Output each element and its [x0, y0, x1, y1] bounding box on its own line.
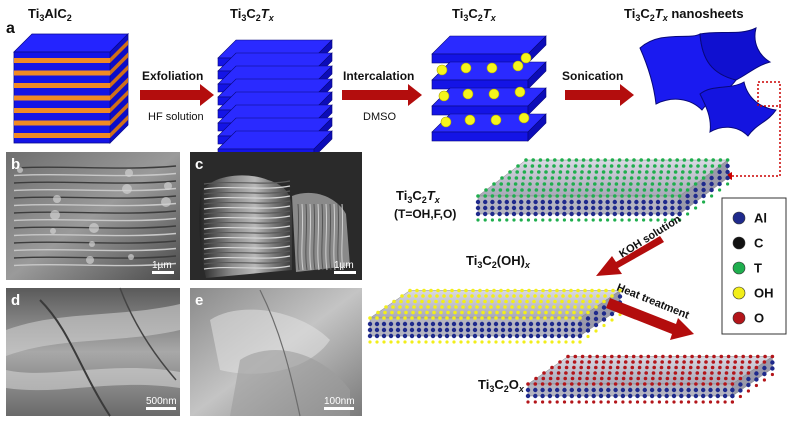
svg-text:c: c	[195, 156, 203, 173]
step-exfoliation-label: Exfoliation	[142, 69, 203, 83]
sem-panel-e: e 100nm	[190, 288, 362, 417]
svg-text:e: e	[195, 292, 203, 309]
ti3c2o-structure	[525, 354, 775, 404]
svg-text:b: b	[11, 156, 20, 173]
stage-title-intercalated: Ti3C2Tx	[452, 6, 497, 23]
step-intercalation-reagent: DMSO	[363, 111, 396, 123]
stage-title-mxene: Ti3C2Tx	[230, 6, 275, 23]
sem-panel-b: b 1µm	[6, 152, 180, 280]
koh-arrow	[596, 236, 664, 276]
scale-bar-label-d: 500nm	[146, 396, 177, 407]
intercalated-block	[431, 35, 547, 142]
step-intercalation-label: Intercalation	[343, 69, 414, 83]
zoom-callout-line	[728, 106, 781, 177]
scale-bar-label-e: 100nm	[324, 396, 355, 407]
sem-panel-d: d 500nm	[6, 287, 180, 417]
scale-bar-c	[334, 271, 356, 274]
legend-label-t: T	[754, 261, 762, 276]
ti3c2oh-structure	[367, 288, 623, 344]
legend-swatch-al	[732, 211, 746, 225]
legend-swatch-o	[732, 311, 746, 325]
legend-label-c: C	[754, 236, 764, 251]
label-terminations: (T=OH,F,O)	[394, 207, 456, 221]
scale-bar-d	[146, 407, 176, 410]
label-ti3c2tx: Ti3C2Tx	[396, 188, 441, 205]
legend-label-al: Al	[754, 211, 767, 226]
scale-bar-label-c: 1µm	[334, 260, 354, 271]
legend-label-oh: OH	[754, 286, 774, 301]
mxene-multilayer-block	[217, 39, 333, 158]
svg-text:d: d	[11, 292, 20, 309]
nanosheets-illustration	[639, 27, 781, 137]
exfoliation-arrow	[140, 84, 214, 106]
legend-swatch-oh	[732, 286, 746, 300]
scale-bar-label-b: 1µm	[152, 260, 172, 271]
heat-treatment-arrow	[606, 298, 694, 340]
label-ti3c2o: Ti3C2Ox	[478, 377, 525, 394]
stage-title-max: Ti3AlC2	[28, 6, 72, 23]
step-sonication-label: Sonication	[562, 69, 623, 83]
panel-letter-a: a	[6, 20, 15, 37]
legend-label-o: O	[754, 311, 764, 326]
sonication-arrow	[565, 84, 634, 106]
step-exfoliation-reagent: HF solution	[148, 111, 204, 123]
sem-panel-c: c 1µm	[190, 152, 362, 280]
intercalation-arrow	[342, 84, 422, 106]
ti3c2tx-structure	[475, 158, 730, 222]
label-ti3c2oh: Ti3C2(OH)x	[466, 253, 531, 270]
legend-swatch-c	[732, 236, 746, 250]
max-phase-block	[13, 33, 129, 144]
stage-title-nanosheets: Ti3C2Tx nanosheets	[624, 6, 744, 23]
scale-bar-b	[152, 271, 174, 274]
scale-bar-e	[324, 407, 354, 410]
legend-swatch-t	[732, 261, 746, 275]
